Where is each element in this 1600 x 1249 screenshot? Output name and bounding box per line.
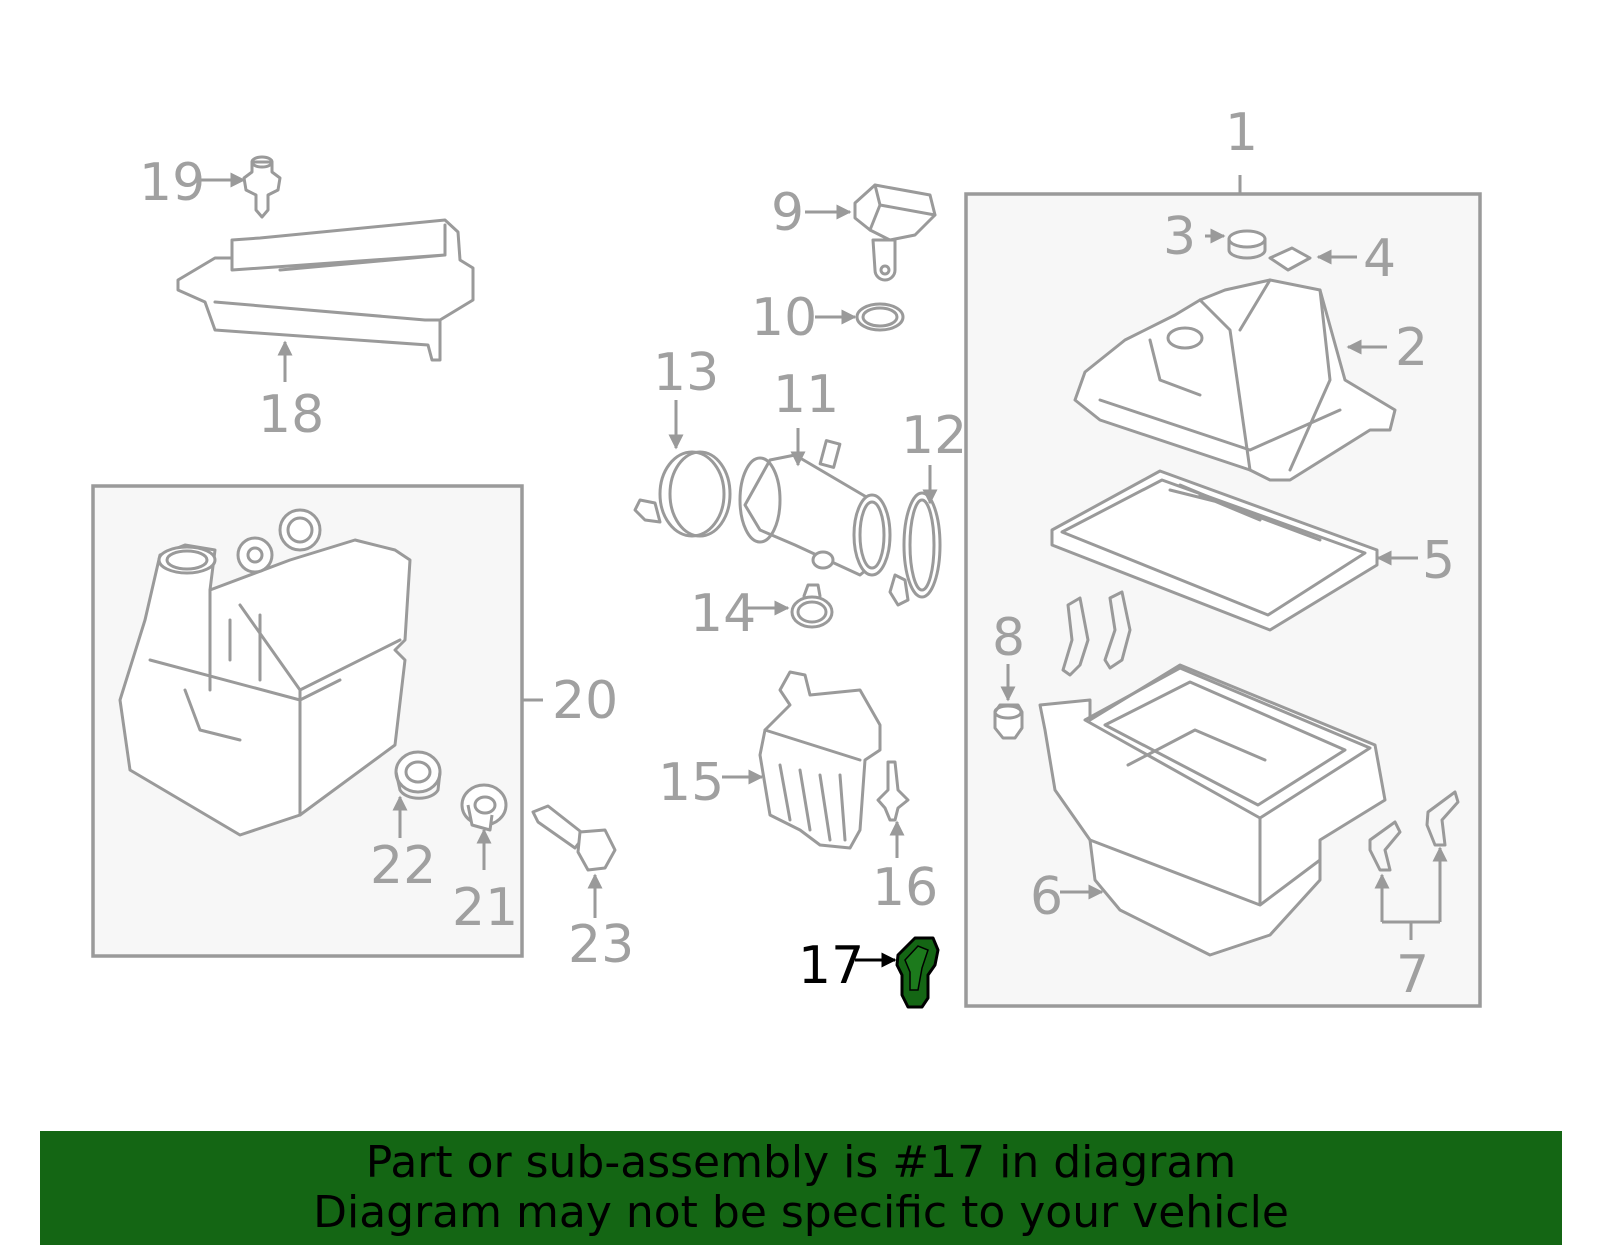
hose-clamp-small-part — [745, 583, 834, 629]
intake-resonator-part — [722, 670, 882, 850]
callout-16: 16 — [872, 858, 938, 918]
resonator-assembly-part — [118, 508, 412, 837]
push-pin-part — [876, 760, 910, 858]
grommet-part — [1205, 228, 1267, 260]
band-clamp-part — [633, 400, 732, 538]
o-ring-part — [815, 302, 905, 332]
bushing-21-part — [460, 783, 508, 870]
callout-21: 21 — [452, 878, 518, 938]
callout-7: 7 — [1396, 945, 1429, 1005]
callout-12: 12 — [901, 406, 967, 466]
callout-19: 19 — [139, 153, 205, 213]
callout-13: 13 — [653, 343, 719, 403]
callout-8: 8 — [992, 608, 1025, 668]
callout-1: 1 — [1225, 103, 1258, 163]
bracket-part — [1061, 590, 1132, 677]
filter-element-part — [1050, 469, 1418, 632]
housing-clips-part — [1368, 790, 1460, 940]
callout-15: 15 — [658, 753, 724, 813]
callout-3: 3 — [1163, 207, 1196, 267]
banner-line-part-number: Part or sub-assembly is #17 in diagram — [365, 1137, 1237, 1188]
callout-23: 23 — [568, 915, 634, 975]
air-duct-bracket-part — [176, 218, 475, 382]
intake-hose-part — [738, 428, 892, 577]
grommet-22-part — [392, 750, 442, 838]
callout-5: 5 — [1422, 531, 1455, 591]
highlighted-part-17[interactable] — [855, 936, 940, 1009]
callout-18: 18 — [258, 385, 324, 445]
banner-line-disclaimer: Diagram may not be specific to your vehi… — [313, 1187, 1289, 1238]
bushing-part — [993, 664, 1024, 740]
lower-housing-part — [1038, 663, 1387, 957]
callout-9: 9 — [771, 183, 804, 243]
callout-20: 20 — [552, 671, 618, 731]
bolt-part — [531, 804, 617, 918]
callout-6: 6 — [1030, 867, 1063, 927]
upper-housing-cover-part — [1073, 278, 1397, 482]
callout-14: 14 — [690, 584, 756, 644]
push-clip-part — [200, 155, 282, 219]
part-info-banner: Part or sub-assembly is #17 in diagram D… — [40, 1131, 1562, 1245]
callout-22: 22 — [370, 836, 436, 896]
callout-2: 2 — [1395, 318, 1428, 378]
callout-10: 10 — [751, 288, 817, 348]
mass-air-flow-sensor-part — [805, 183, 937, 282]
small-plate-part — [1268, 246, 1357, 272]
hose-clamp-large-part — [888, 465, 942, 607]
callout-17[interactable]: 17 — [798, 936, 864, 996]
parts-diagram: 1 2 3 4 5 6 7 8 9 10 11 12 13 14 15 16 1… — [91, 103, 1482, 1009]
callout-11: 11 — [773, 365, 839, 425]
callout-4: 4 — [1363, 229, 1396, 289]
